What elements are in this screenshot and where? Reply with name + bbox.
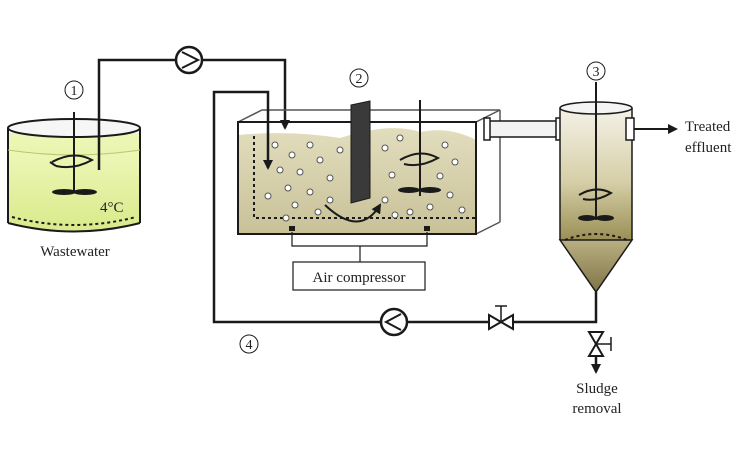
air-compressor-box — [292, 261, 426, 291]
label-circle-1 — [64, 80, 84, 100]
effluent-label: effluent — [685, 140, 732, 156]
pump-icon — [174, 45, 204, 75]
valve-icon — [488, 305, 514, 331]
removal-label: removal — [572, 401, 621, 417]
stirrer-icon — [49, 112, 97, 195]
air-bubble-icon — [264, 134, 466, 222]
label-num-2: 2 — [356, 72, 363, 87]
label-circle-2 — [349, 68, 369, 88]
valve-icon — [587, 331, 612, 357]
connecting-pipe — [483, 117, 563, 141]
stirrer-icon — [578, 82, 614, 221]
circulation-arrow-icon — [324, 203, 382, 223]
baffle — [350, 100, 371, 204]
label-num-1: 1 — [71, 84, 78, 99]
return-sludge-line — [212, 90, 598, 324]
pump-icon — [379, 307, 409, 337]
temperature-label: 4°C — [100, 200, 124, 216]
label-num-4: 4 — [246, 338, 253, 353]
air-compressor-label: Air compressor — [313, 270, 406, 286]
label-circle-3 — [586, 61, 606, 81]
stirrer-icon — [398, 100, 441, 196]
wastewater-label: Wastewater — [40, 244, 110, 260]
label-num-3: 3 — [593, 65, 600, 80]
sludge-label: Sludge — [576, 381, 618, 397]
treated-label: Treated — [685, 119, 731, 135]
label-circle-4 — [239, 334, 259, 354]
